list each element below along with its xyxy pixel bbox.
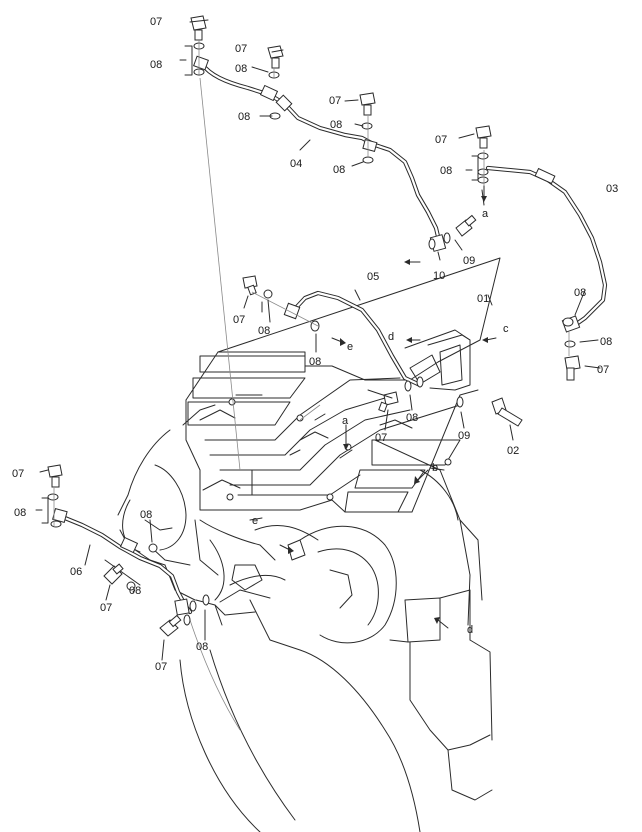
label-06: 06 bbox=[70, 566, 82, 578]
label-08: 08 bbox=[129, 585, 141, 597]
label-08: 08 bbox=[600, 336, 612, 348]
label-08: 08 bbox=[140, 509, 152, 521]
bolt-07-j bbox=[159, 614, 182, 637]
pipe-03 bbox=[485, 165, 608, 333]
label-08: 08 bbox=[309, 356, 321, 368]
bolt-09-a bbox=[455, 214, 477, 237]
label-07: 07 bbox=[329, 95, 341, 107]
label-d: d bbox=[467, 624, 473, 636]
label-b: b bbox=[432, 462, 438, 474]
bolt-07-d bbox=[475, 125, 492, 149]
callout-labels: 07 08 07 08 07 08 08 04 08 07 08 03 a 09… bbox=[12, 16, 618, 673]
label-07: 07 bbox=[435, 134, 447, 146]
bolt-07-e bbox=[242, 275, 258, 296]
label-09: 09 bbox=[463, 255, 475, 267]
arrows bbox=[249, 185, 497, 629]
bolt-07-i bbox=[103, 563, 124, 585]
label-a: a bbox=[482, 208, 489, 220]
label-07: 07 bbox=[233, 314, 245, 326]
label-c: c bbox=[503, 323, 509, 335]
label-08: 08 bbox=[238, 111, 250, 123]
engine-housing bbox=[104, 404, 493, 832]
bolt-07-a bbox=[190, 15, 207, 41]
label-08: 08 bbox=[196, 641, 208, 653]
bolt-07-b bbox=[267, 45, 284, 69]
label-01: 01 bbox=[477, 293, 489, 305]
label-08: 08 bbox=[440, 165, 452, 177]
cover-plate-01 bbox=[185, 257, 501, 513]
bolt-07-h bbox=[47, 464, 63, 488]
label-08: 08 bbox=[406, 412, 418, 424]
label-08: 08 bbox=[330, 119, 342, 131]
label-03: 03 bbox=[606, 183, 618, 195]
label-08: 08 bbox=[150, 59, 162, 71]
label-04: 04 bbox=[290, 158, 302, 170]
label-07: 07 bbox=[12, 468, 24, 480]
label-a: a bbox=[342, 415, 349, 427]
label-07: 07 bbox=[100, 602, 112, 614]
label-08: 08 bbox=[574, 287, 586, 299]
bolt-07-g bbox=[378, 391, 399, 413]
label-08: 08 bbox=[258, 325, 270, 337]
label-08: 08 bbox=[14, 507, 26, 519]
bolt-07-c bbox=[359, 92, 376, 116]
label-05: 05 bbox=[367, 271, 379, 283]
bolt-02 bbox=[491, 397, 523, 427]
label-07: 07 bbox=[150, 16, 162, 28]
label-10: 10 bbox=[433, 270, 445, 282]
label-02: 02 bbox=[507, 445, 519, 457]
label-08: 08 bbox=[235, 63, 247, 75]
label-07: 07 bbox=[155, 661, 167, 673]
bolts bbox=[47, 15, 581, 637]
label-e: e bbox=[252, 515, 258, 527]
pipe-06 bbox=[52, 508, 193, 616]
pipe-04 bbox=[193, 55, 447, 252]
washers bbox=[47, 42, 576, 626]
leader-lines bbox=[35, 19, 601, 661]
label-07: 07 bbox=[235, 43, 247, 55]
label-e: e bbox=[347, 341, 353, 353]
label-07: 07 bbox=[597, 364, 609, 376]
label-08: 08 bbox=[333, 164, 345, 176]
label-d: d bbox=[388, 331, 394, 343]
label-07: 07 bbox=[375, 432, 387, 444]
label-09: 09 bbox=[458, 430, 470, 442]
bolt-07-f bbox=[564, 355, 581, 381]
